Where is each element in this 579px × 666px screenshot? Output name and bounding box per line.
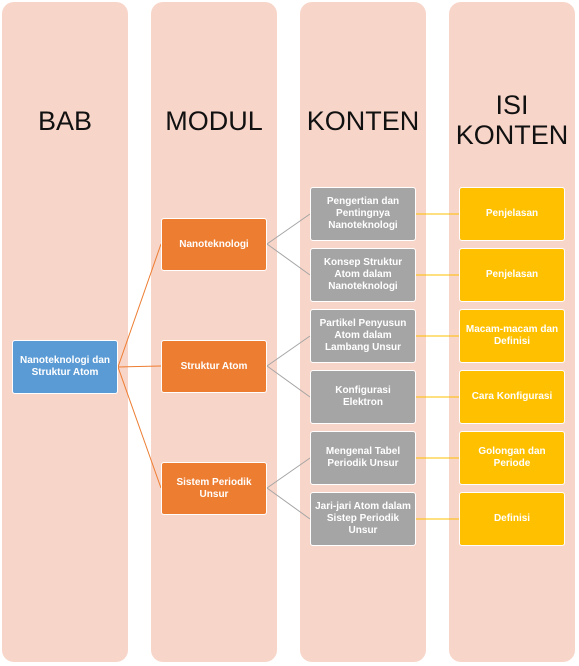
column-title-modul: MODUL (165, 106, 263, 136)
column-modul (151, 2, 277, 662)
bab-to-modul-connectors (117, 243, 162, 489)
konten-node-4: Konfigurasi Elektron (310, 370, 416, 424)
konten-node-1: Pengertian dan Pentingnya Nanoteknologi (310, 187, 416, 241)
connector-modul-konten-2 (266, 243, 311, 276)
connector-bab-modul-2 (117, 365, 162, 368)
connector-modul-konten-3 (266, 335, 311, 367)
bab-node: Nanoteknologi dan Struktur Atom (12, 340, 118, 394)
column-title-isi-line1: ISI (495, 90, 529, 120)
modul-to-konten-connectors (266, 213, 311, 520)
connector-modul-konten-6 (266, 487, 311, 520)
modul-node-struktur-atom: Struktur Atom (161, 340, 267, 393)
isi-node-3: Macam-macam dan Definisi (459, 309, 565, 363)
connector-modul-konten-5 (266, 457, 311, 489)
isi-node-4: Cara Konfigurasi (459, 370, 565, 424)
connector-bab-modul-1 (117, 243, 162, 368)
konten-node-3: Partikel Penyusun Atom dalam Lambang Uns… (310, 309, 416, 363)
column-title-isi-line2: KONTEN (455, 120, 569, 150)
isi-node-6: Definisi (459, 492, 565, 546)
isi-node-2: Penjelasan (459, 248, 565, 302)
column-title-konten: KONTEN (306, 106, 420, 136)
column-title-bab: BAB (37, 106, 93, 136)
isi-node-1: Penjelasan (459, 187, 565, 241)
column-title-isi-konten: ISI KONTEN (449, 90, 575, 150)
column-bab (2, 2, 128, 662)
isi-node-5: Golongan dan Periode (459, 431, 565, 485)
konten-node-6: Jari-jari Atom dalam Sistep Periodik Uns… (310, 492, 416, 546)
connector-modul-konten-4 (266, 365, 311, 398)
modul-node-sistem-periodik: Sistem Periodik Unsur (161, 462, 267, 515)
connector-modul-konten-1 (266, 213, 311, 245)
konten-node-2: Konsep Struktur Atom dalam Nanoteknologi (310, 248, 416, 302)
konten-node-5: Mengenal Tabel Periodik Unsur (310, 431, 416, 485)
modul-node-nanoteknologi: Nanoteknologi (161, 218, 267, 271)
connector-bab-modul-3 (117, 366, 162, 489)
konten-to-isi-connectors (416, 213, 459, 520)
